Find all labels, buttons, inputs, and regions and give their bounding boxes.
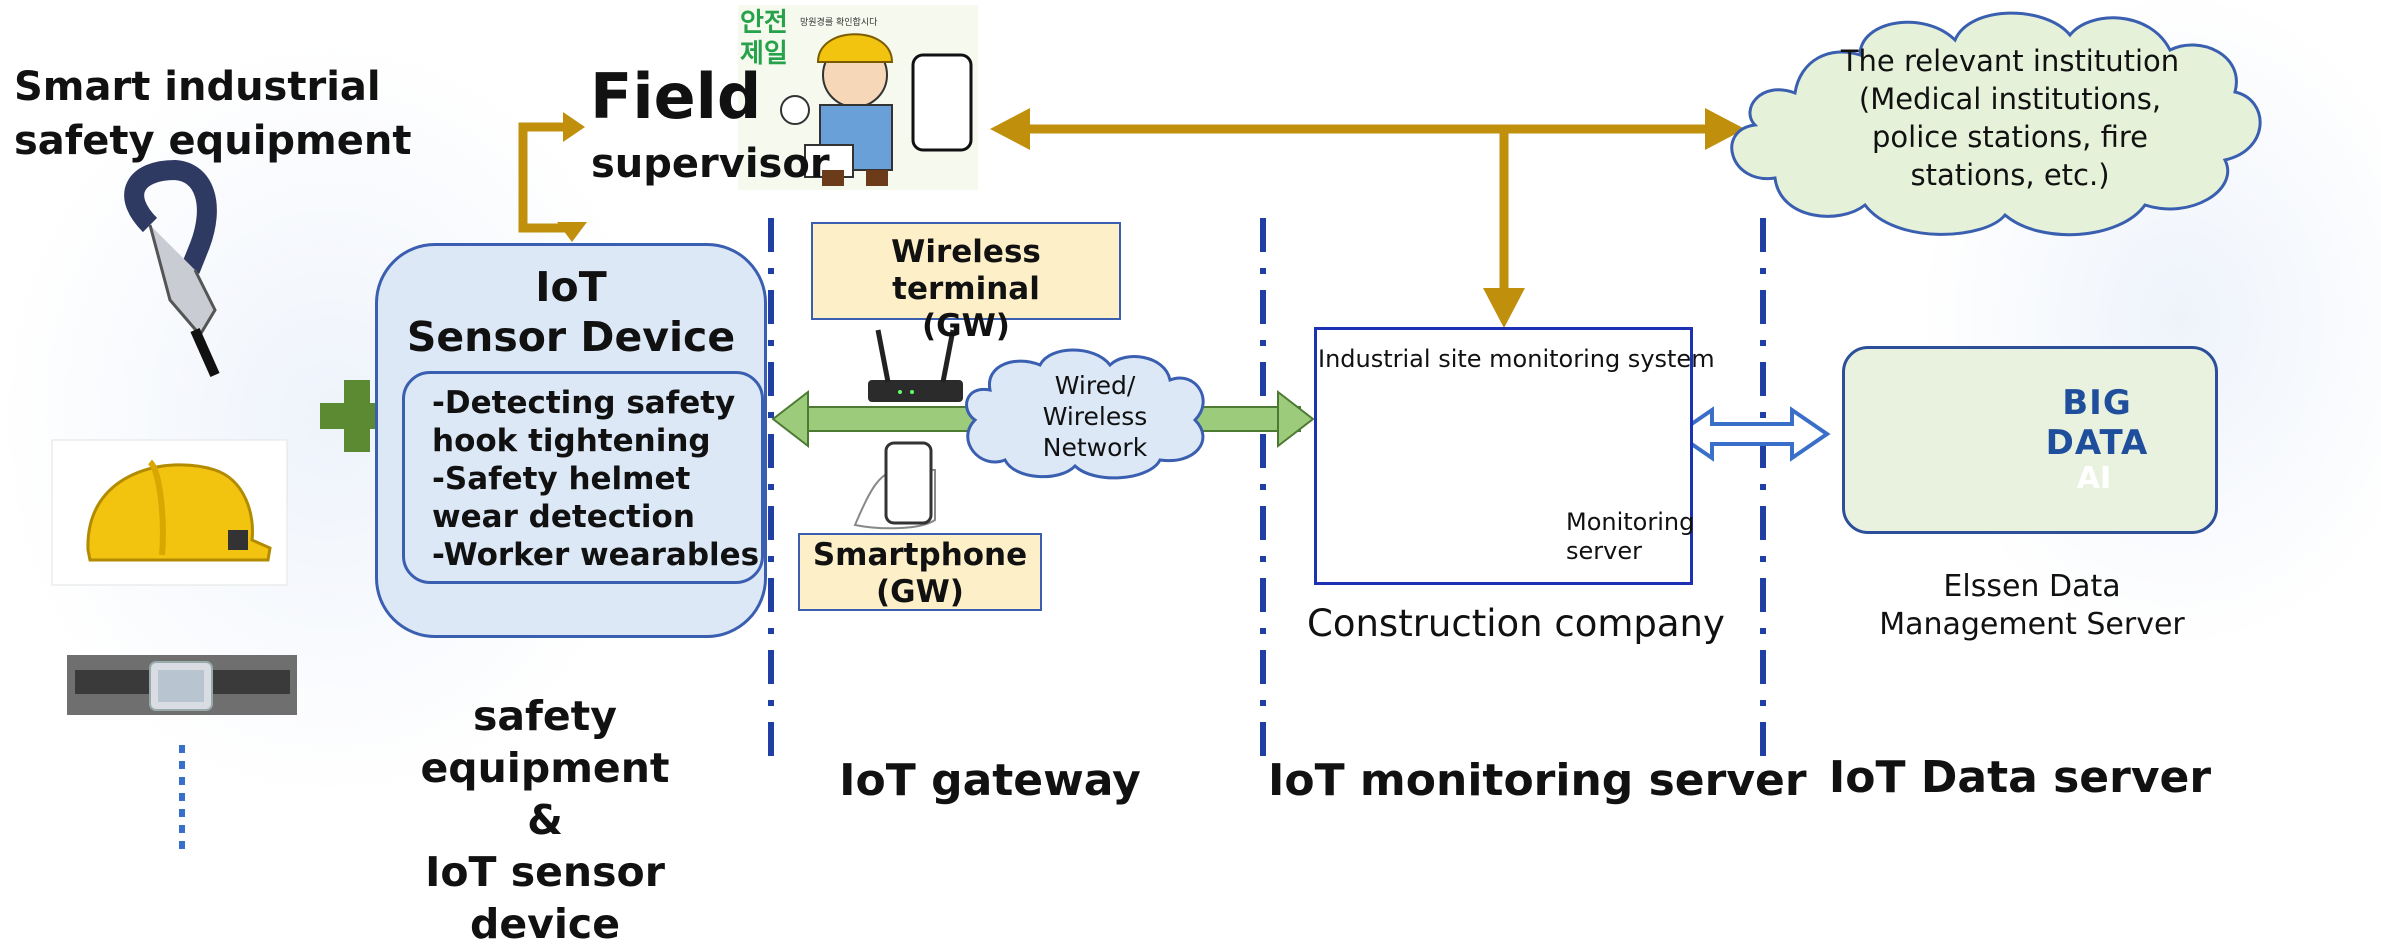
smart-equipment-title: Smart industrial safety equipment	[14, 60, 411, 168]
smart-equipment-title-line-1: Smart industrial	[14, 64, 381, 110]
gateway-column-label: IoT gateway	[839, 755, 1141, 806]
wireless-terminal-line-1: Wireless terminal	[891, 234, 1041, 307]
network-cloud	[965, 348, 1205, 480]
data-server-caption: Elssen Data Management Server	[1862, 568, 2202, 644]
big-data-label: BIG DATA	[2045, 383, 2149, 463]
smartphone-hand-icon	[853, 441, 936, 530]
data-exchange-arrow	[1673, 406, 1831, 462]
network-line-3: Network	[1042, 433, 1148, 462]
helmet-image	[51, 439, 288, 586]
field-supervisor-subtitle: supervisor	[591, 141, 830, 187]
sensor-device-title-line-2: Sensor Device	[406, 313, 736, 361]
sensor-features-list: -Detecting safety hook tightening -Safet…	[432, 384, 759, 574]
wireless-terminal-line-2: (GW)	[922, 308, 1010, 344]
monitoring-system-box	[1314, 327, 1693, 585]
wireless-terminal-label: Wireless terminal (GW)	[811, 222, 1121, 344]
institution-line-2: (Medical institutions,	[1858, 82, 2162, 116]
sensor-feature-line-4: wear detection	[432, 499, 695, 535]
router-icon	[868, 329, 963, 402]
gold-arrows	[518, 122, 1715, 295]
column-dividers	[768, 218, 1766, 770]
gold-arrowheads	[557, 108, 1745, 328]
network-line-2: Wireless	[1042, 402, 1148, 431]
equipment-column-line-2: &	[527, 796, 563, 844]
institution-cloud	[1730, 11, 2262, 237]
data-server-column-label: IoT Data server	[1828, 752, 2212, 803]
network-cloud-text: Wired/ Wireless Network	[1010, 370, 1180, 463]
poster-korean-text: 안전 제일	[740, 8, 788, 70]
monitoring-system-title: Industrial site monitoring system	[1318, 345, 1715, 373]
institution-cloud-text: The relevant institution (Medical instit…	[1810, 42, 2210, 194]
institution-line-4: stations, etc.)	[1910, 158, 2110, 192]
institution-line-3: police stations, fire	[1871, 120, 2148, 154]
construction-company-label: Construction company	[1307, 602, 1725, 645]
sensor-feature-line-5: -Worker wearables	[432, 537, 760, 573]
sensor-device-title-line-1: IoT	[535, 263, 607, 311]
ai-label: AI	[2076, 461, 2112, 496]
equipment-column-line-1: safety equipment	[420, 692, 670, 792]
safety-hook-icon	[124, 159, 220, 378]
institution-line-1: The relevant institution	[1840, 44, 2180, 78]
sensor-feature-line-1: -Detecting safety	[432, 385, 736, 421]
poster-caption: 망원경를 확인합시다	[800, 18, 878, 28]
poster-korean-line-2: 제일	[740, 39, 788, 69]
monitoring-server-line-2: server	[1566, 537, 1642, 565]
field-supervisor-title: Field	[590, 60, 762, 133]
equipment-column-label: safety equipment & IoT sensor device	[345, 690, 745, 950]
supervisor-poster-image	[738, 5, 978, 190]
sensor-device-title: IoT Sensor Device	[375, 262, 767, 362]
sensor-feature-line-2: hook tightening	[432, 423, 711, 459]
poster-korean-line-1: 안전	[740, 8, 788, 38]
wearable-watch-image	[67, 655, 297, 715]
sensor-feature-line-3: -Safety helmet	[432, 461, 691, 497]
monitoring-column-label: IoT monitoring server	[1268, 755, 1807, 806]
smartphone-gw-label: Smartphone (GW)	[798, 533, 1042, 611]
data-server-caption-line-2: Management Server	[1879, 607, 2185, 642]
smartphone-gw-line-1: Smartphone	[812, 537, 1028, 573]
data-server-box	[1842, 346, 2218, 534]
smartphone-gw-line-2: (GW)	[876, 574, 964, 610]
supervisor-to-sensor-arrow	[518, 122, 572, 233]
equipment-column-line-3: IoT sensor device	[425, 848, 665, 948]
plus-icon	[320, 380, 395, 452]
network-line-1: Wired/	[1054, 371, 1136, 400]
data-server-caption-line-1: Elssen Data	[1943, 569, 2121, 604]
monitoring-server-label: Monitoring server	[1566, 508, 1694, 566]
monitoring-server-line-1: Monitoring	[1566, 508, 1695, 536]
sensor-features-box	[402, 371, 764, 584]
smart-equipment-title-line-2: safety equipment	[14, 118, 412, 164]
